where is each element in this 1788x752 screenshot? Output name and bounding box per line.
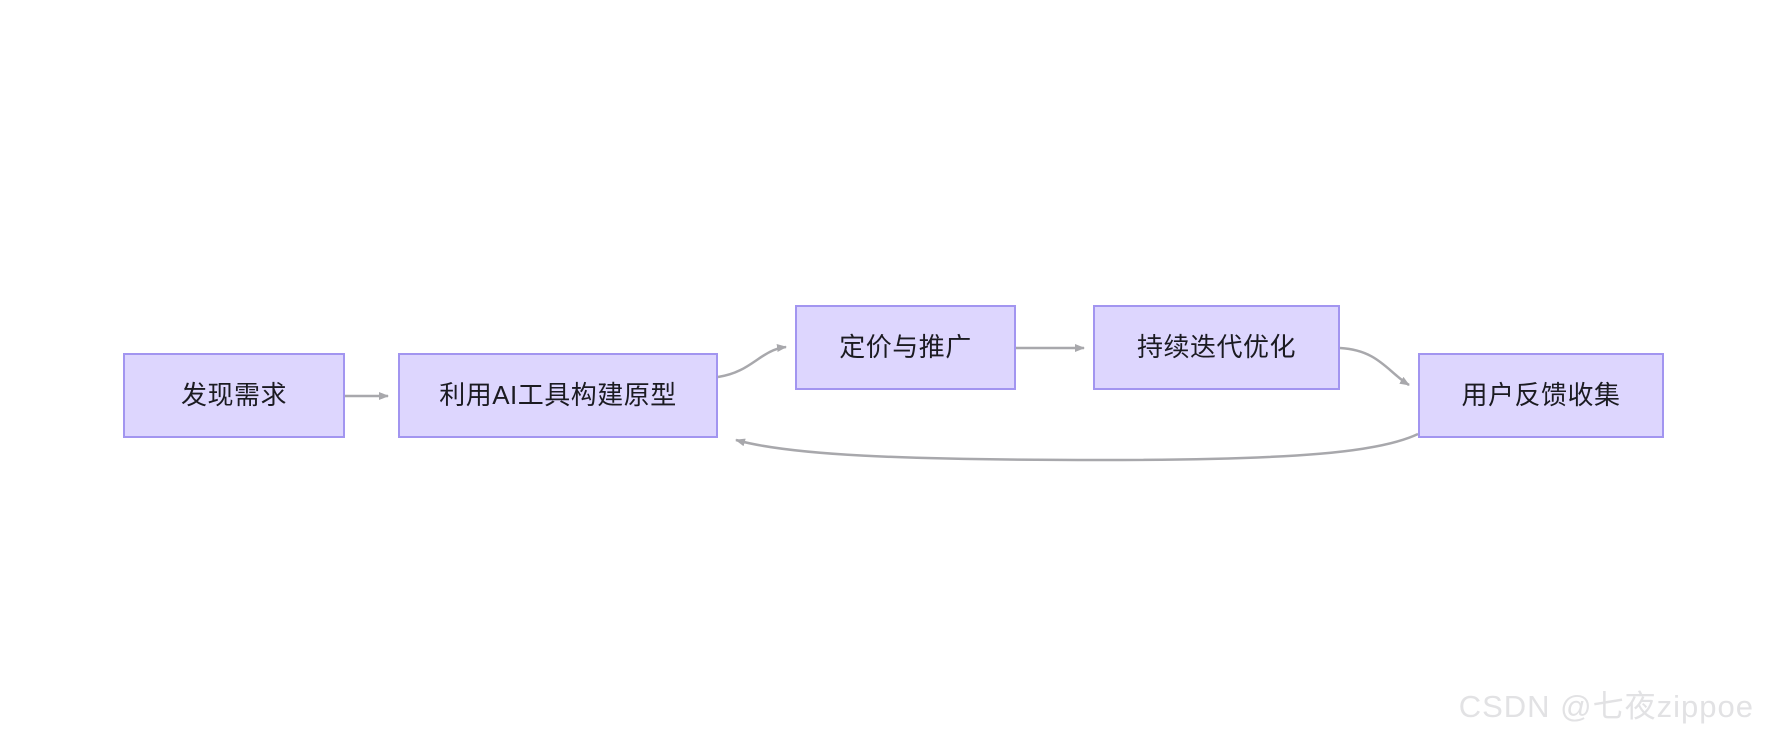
flow-node-label: 发现需求 [180,379,287,410]
flow-node-user-feedback-collection[interactable]: 用户反馈收集 [1418,353,1664,438]
edge-iterate-to-feedback [1339,346,1410,387]
edge-feedback-loop-to-prototype [735,432,1419,462]
csdn-watermark: CSDN @七夜zippoe [1458,689,1754,724]
edge-prototype-to-pricing [717,344,787,379]
flow-node-label: 定价与推广 [839,331,972,362]
flow-node-discover-demand[interactable]: 发现需求 [123,353,345,438]
flow-node-build-prototype-with-ai[interactable]: 利用AI工具构建原型 [398,353,718,438]
flow-node-label: 利用AI工具构建原型 [439,379,677,410]
flow-node-continuous-iteration[interactable]: 持续迭代优化 [1093,305,1340,390]
flow-node-label: 用户反馈收集 [1461,379,1621,410]
flow-node-pricing-and-promotion[interactable]: 定价与推广 [795,305,1016,390]
flow-node-label: 持续迭代优化 [1136,331,1296,362]
